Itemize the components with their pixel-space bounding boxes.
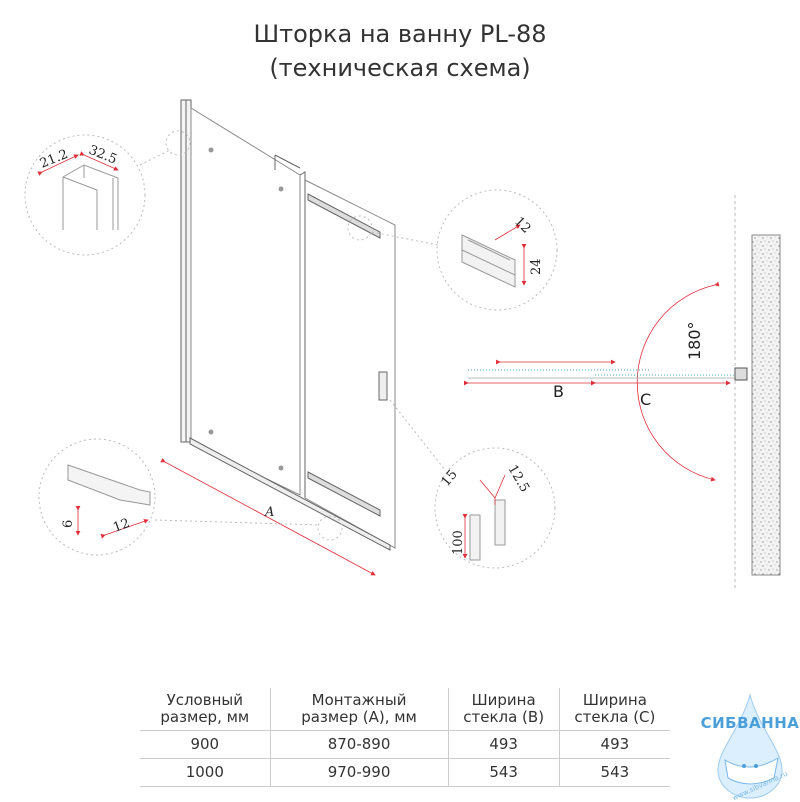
svg-text:C: C [640, 390, 651, 409]
table-cell: 870-890 [269, 730, 449, 759]
logo-name: СИБВАННА [700, 714, 800, 732]
table-cell: 493 [447, 730, 560, 759]
wall [751, 234, 781, 576]
table-cell: 543 [558, 758, 670, 787]
brand-logo: СИБВАННА www.sibvanna.ru [700, 690, 800, 802]
plan-view: 180° B C [464, 195, 781, 590]
table-cell: 900 [140, 730, 271, 759]
top-rail-detail: 12 24 [461, 214, 544, 288]
svg-text:A: A [264, 505, 274, 520]
shower-screen-drawing [180, 99, 396, 551]
water-drop-icon [717, 693, 783, 799]
svg-text:12: 12 [111, 516, 132, 536]
svg-text:180°: 180° [685, 321, 704, 360]
table-cell: 1000 [140, 758, 271, 787]
bottom-profile-detail: 6 12 [61, 464, 151, 539]
profile-detail: 21.2 32.5 [37, 143, 119, 230]
svg-text:12.5: 12.5 [505, 463, 532, 496]
table-row: 1000 970-990 543 543 [140, 758, 670, 787]
technical-diagram: A 21.2 32.5 12 24 6 12 [24, 99, 781, 590]
svg-text:15: 15 [439, 467, 461, 489]
svg-text:6: 6 [61, 520, 76, 528]
table-row: 900 870-890 493 493 [140, 730, 670, 759]
svg-text:100: 100 [451, 530, 466, 555]
detail-callouts [24, 130, 558, 569]
page-subtitle: (техническая схема) [269, 54, 531, 82]
svg-text:24: 24 [529, 258, 544, 275]
svg-text:12: 12 [511, 214, 533, 236]
svg-text:B: B [553, 382, 564, 401]
table-cell: 543 [447, 758, 560, 787]
handle-detail: 15 12.5 100 [439, 463, 532, 561]
dimension-a: A [160, 457, 376, 576]
svg-text:32.5: 32.5 [87, 143, 119, 168]
page-title: Шторка на ванну PL-88 [253, 20, 547, 48]
table-cell: 970-990 [269, 758, 449, 787]
table-cell: 493 [558, 730, 670, 759]
svg-text:21.2: 21.2 [38, 147, 70, 172]
